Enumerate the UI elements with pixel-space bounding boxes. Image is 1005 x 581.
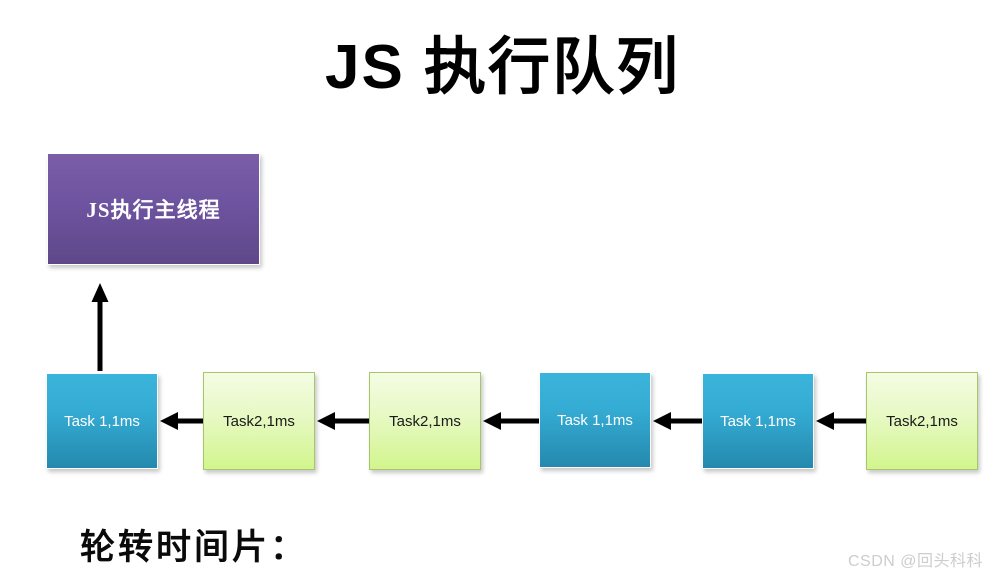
main-thread-label: JS执行主线程 <box>86 198 221 222</box>
main-thread-box[interactable]: JS执行主线程 <box>47 153 260 265</box>
queue-arrow-5-icon <box>816 412 866 430</box>
queue-arrow-2-icon <box>317 412 369 430</box>
task-box-6[interactable]: Task2,1ms <box>866 372 978 470</box>
task-box-2[interactable]: Task2,1ms <box>203 372 315 470</box>
task-box-1-label: Task 1,1ms <box>64 412 140 430</box>
task-box-3[interactable]: Task2,1ms <box>369 372 481 470</box>
task-box-4[interactable]: Task 1,1ms <box>539 372 651 468</box>
page-title: JS 执行队列 <box>324 33 681 102</box>
task-box-5-label: Task 1,1ms <box>720 412 796 430</box>
task-box-5[interactable]: Task 1,1ms <box>702 373 814 469</box>
task-box-2-label: Task2,1ms <box>223 412 295 430</box>
queue-arrow-4-icon <box>653 412 702 430</box>
task-box-6-label: Task2,1ms <box>886 412 958 430</box>
task-box-1[interactable]: Task 1,1ms <box>46 373 158 469</box>
arrow-to-main-thread-icon <box>91 283 109 371</box>
task-box-3-label: Task2,1ms <box>389 412 461 430</box>
caption-text: 轮转时间片： <box>80 528 309 567</box>
task-box-4-label: Task 1,1ms <box>557 411 633 429</box>
watermark: CSDN @回头科科 <box>847 553 983 570</box>
queue-arrow-3-icon <box>483 412 539 430</box>
queue-arrow-1-icon <box>160 412 204 430</box>
